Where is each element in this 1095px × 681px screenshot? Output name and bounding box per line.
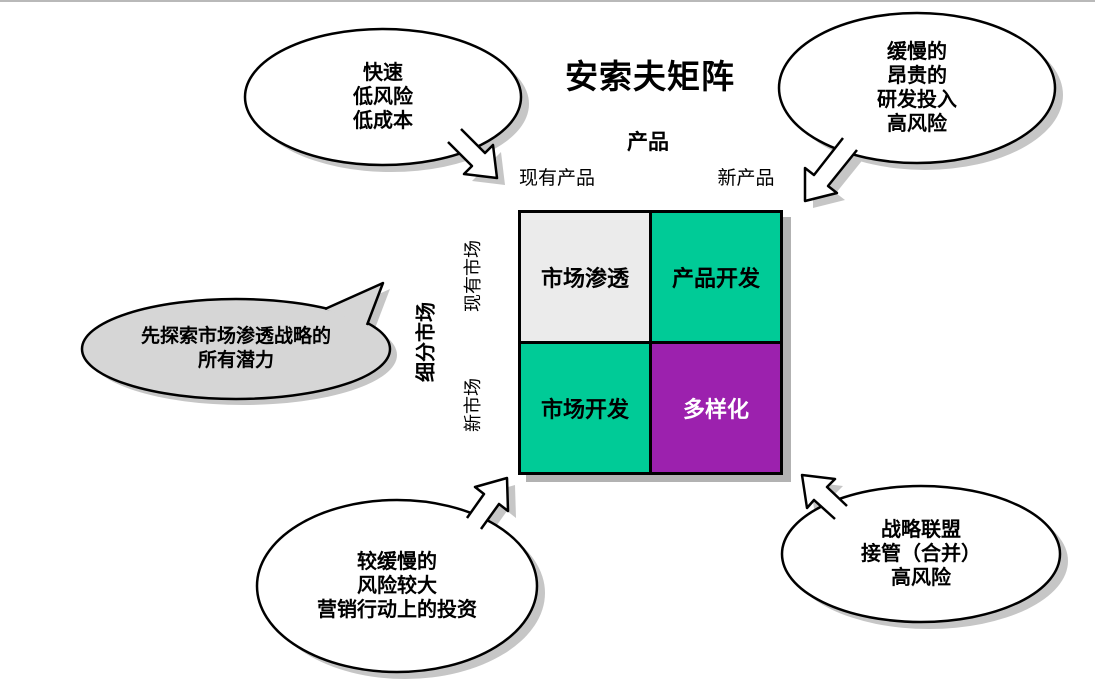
- bubble-ellipse: [80, 297, 392, 401]
- arrow-tail-icon: [465, 476, 510, 531]
- callout-bubble-left: [80, 281, 397, 405]
- top-divider: [0, 0, 1095, 2]
- quadrant-diversification: 多样化: [652, 344, 780, 472]
- quadrant-product-development: 产品开发: [652, 213, 780, 341]
- quadrant-market-development: 市场开发: [521, 344, 649, 472]
- bubble-ellipse: [243, 27, 523, 167]
- callout-text-bottom-left: 较缓慢的 风险较大 营销行动上的投资: [317, 551, 477, 621]
- ansoff-matrix-grid: 市场渗透 产品开发 市场开发 多样化: [518, 210, 783, 475]
- callout-text-top-left: 快速 低风险 低成本: [353, 62, 413, 132]
- column-label-existing-products: 现有产品: [518, 168, 595, 189]
- callout-bubble-top-left: [243, 27, 529, 185]
- quadrant-market-penetration: 市场渗透: [521, 213, 649, 341]
- callout-bubble-bottom-right: [780, 473, 1068, 629]
- bubble-ellipse: [255, 498, 539, 674]
- bubble-ellipse: [777, 11, 1057, 165]
- market-axis-label: 细分市场: [415, 302, 438, 382]
- quadrant-label: 多样化: [682, 397, 749, 422]
- product-axis-label: 产品: [627, 131, 669, 154]
- quadrant-label: 产品开发: [671, 266, 760, 291]
- bubble-ellipse: [780, 484, 1062, 624]
- quadrant-label: 市场开发: [540, 397, 629, 422]
- column-label-new-products: 新产品: [717, 168, 775, 189]
- quadrant-label: 市场渗透: [540, 266, 629, 291]
- callout-bubble-top-right: [777, 11, 1063, 208]
- callout-bubble-bottom-left: [255, 476, 545, 679]
- row-label-new-market: 新市场: [463, 378, 483, 432]
- callout-text-top-right: 缓慢的 昂贵的 研发投入 高风险: [877, 41, 957, 135]
- callout-text-bottom-right: 战略联盟 接管（合并） 高风险: [861, 519, 981, 589]
- callout-text-left: 先探索市场渗透战略的 所有潜力: [140, 326, 331, 371]
- page-title: 安索夫矩阵: [565, 58, 735, 95]
- row-label-existing-market: 现有市场: [463, 240, 483, 312]
